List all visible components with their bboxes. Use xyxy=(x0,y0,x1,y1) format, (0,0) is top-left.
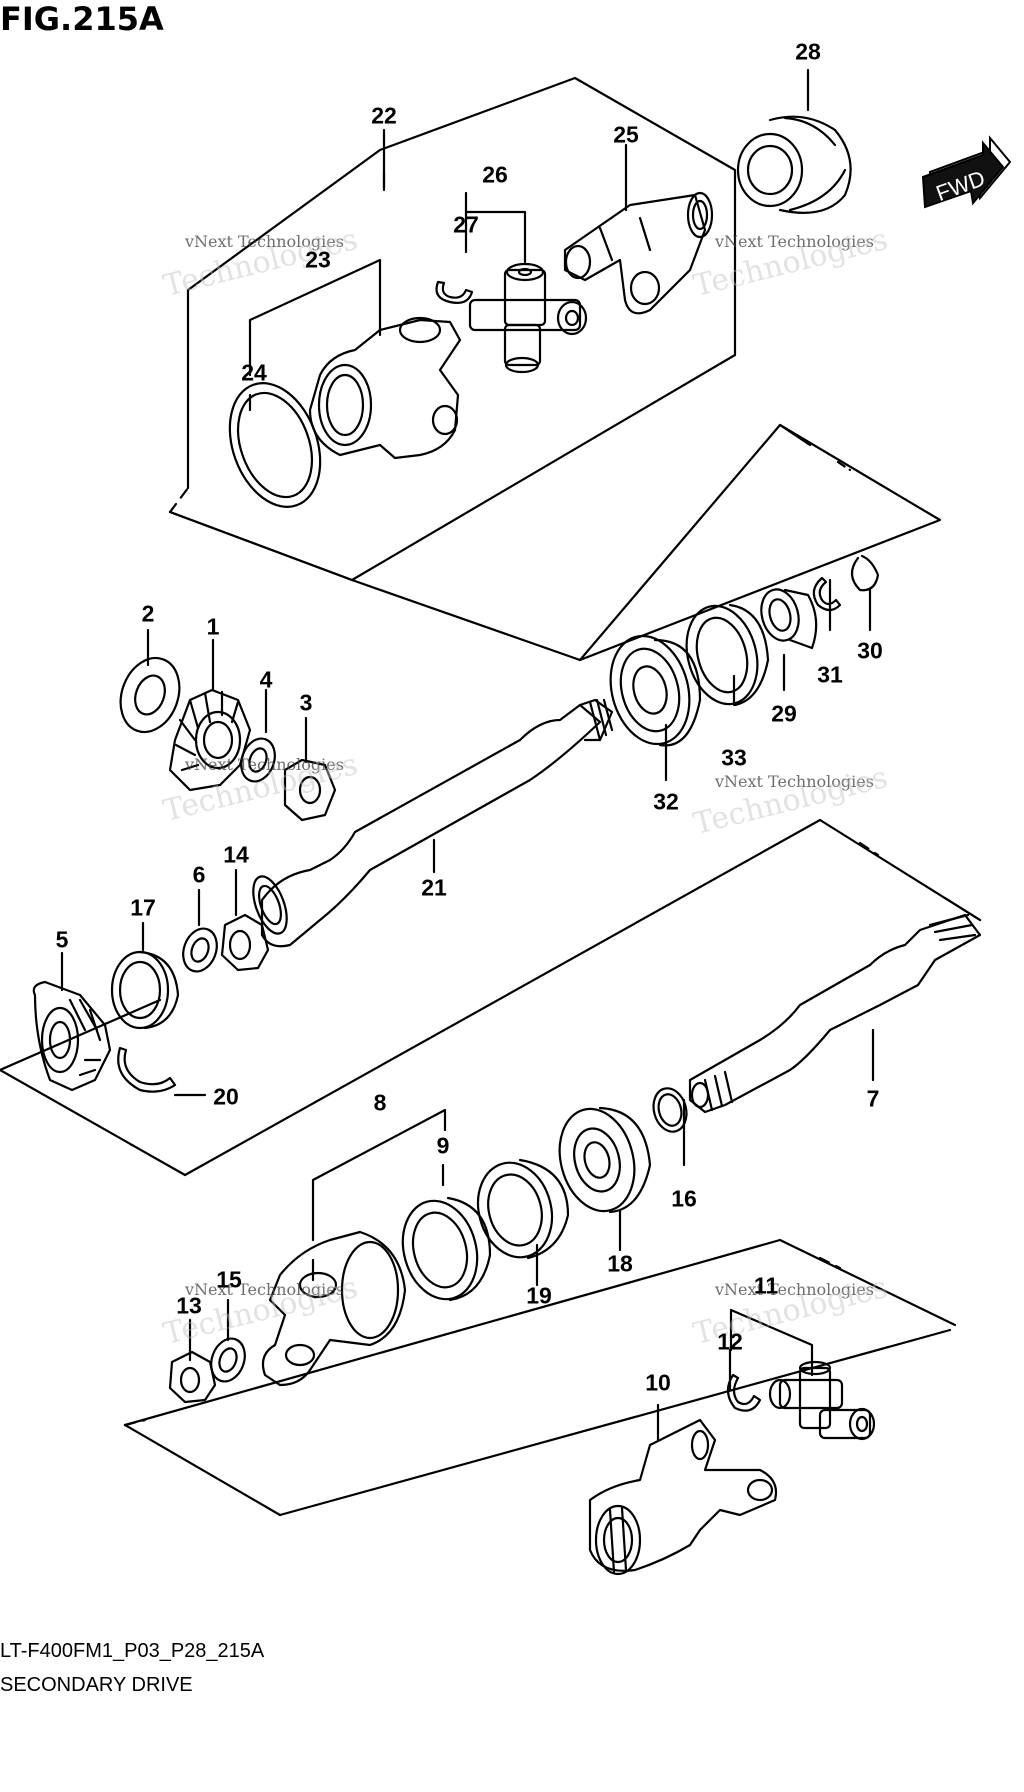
callout-2: 2 xyxy=(141,600,155,627)
callout-8: 8 xyxy=(373,1089,387,1116)
model-code-caption: LT-F400FM1_P03_P28_215A xyxy=(0,1640,265,1662)
callout-29: 29 xyxy=(771,700,797,727)
callout-18: 18 xyxy=(607,1250,633,1277)
part-19-seal xyxy=(476,1158,570,1260)
callout-23: 23 xyxy=(305,246,331,273)
part-5-gear xyxy=(32,980,112,1092)
callout-22: 22 xyxy=(371,102,397,129)
callout-13: 13 xyxy=(176,1292,202,1319)
group-box-middle xyxy=(0,818,982,1177)
callout-11: 11 xyxy=(753,1272,779,1299)
watermark-small-1: vNext Technologies xyxy=(185,232,344,251)
part-23-yoke xyxy=(308,316,462,460)
callout-5: 5 xyxy=(55,926,69,953)
part-18-bearing xyxy=(558,1106,652,1214)
part-8-yoke xyxy=(261,1230,407,1387)
callout-10: 10 xyxy=(645,1369,671,1396)
part-9-seal xyxy=(401,1196,492,1302)
group-box-22 xyxy=(168,76,942,662)
part-15-washer xyxy=(210,1337,246,1383)
fwd-direction-badge: FWD xyxy=(921,135,1012,209)
part-3-nut xyxy=(283,758,337,822)
callout-15: 15 xyxy=(216,1266,242,1293)
callout-33: 33 xyxy=(721,744,747,771)
part-32-bearing xyxy=(609,634,702,747)
callout-28: 28 xyxy=(795,38,821,65)
part-12-circlip xyxy=(726,1373,762,1412)
part-1-bevel-gear xyxy=(168,688,252,792)
section-name-caption: SECONDARY DRIVE xyxy=(0,1674,193,1696)
part-2-washer xyxy=(119,656,181,734)
callout-25: 25 xyxy=(613,121,639,148)
part-24-ring xyxy=(228,382,322,508)
part-21-shaft xyxy=(252,698,614,948)
part-30-circlip xyxy=(850,554,880,592)
callout-16: 16 xyxy=(671,1185,697,1212)
watermark-small-4: vNext Technologies xyxy=(715,772,874,791)
callout-14: 14 xyxy=(223,841,249,868)
part-11-cross xyxy=(768,1360,876,1441)
callout-21: 21 xyxy=(421,874,447,901)
callout-4: 4 xyxy=(259,666,273,693)
part-20-circlip xyxy=(117,1046,177,1093)
part-27-circlip xyxy=(435,280,474,304)
callout-32: 32 xyxy=(653,788,679,815)
callout-9: 9 xyxy=(436,1132,450,1159)
part-25-yoke xyxy=(563,191,714,315)
part-28-boot xyxy=(736,115,852,214)
callout-1: 1 xyxy=(206,613,220,640)
callout-26: 26 xyxy=(482,161,508,188)
part-10-yoke xyxy=(588,1418,778,1576)
watermark-small-2: vNext Technologies xyxy=(715,232,874,251)
part-7-shaft xyxy=(688,913,982,1114)
watermark-small-3: vNext Technologies xyxy=(185,755,344,774)
part-17-bearing xyxy=(110,950,180,1030)
callout-27: 27 xyxy=(453,211,479,238)
callout-20: 20 xyxy=(213,1083,239,1110)
part-31-circlip xyxy=(812,576,842,612)
part-26-cross xyxy=(468,262,588,374)
part-16-circlip xyxy=(652,1087,688,1133)
callout-19: 19 xyxy=(526,1282,552,1309)
callout-31: 31 xyxy=(817,661,843,688)
part-13-nut xyxy=(168,1350,217,1404)
part-33-seal xyxy=(685,603,770,707)
watermark-small-6: vNext Technologies xyxy=(715,1280,874,1299)
watermark-small-5: vNext Technologies xyxy=(185,1280,344,1299)
callout-7: 7 xyxy=(866,1085,880,1112)
part-29-spacer xyxy=(760,588,818,650)
callout-24: 24 xyxy=(241,359,267,386)
part-6-washer xyxy=(182,927,218,973)
part-4-washer xyxy=(240,737,276,783)
callout-30: 30 xyxy=(857,637,883,664)
callout-6: 6 xyxy=(192,861,206,888)
part-14-nut xyxy=(220,913,270,972)
callout-12: 12 xyxy=(717,1328,743,1355)
group-box-bottom xyxy=(123,1238,957,1517)
callout-3: 3 xyxy=(299,689,313,716)
callout-17: 17 xyxy=(130,894,156,921)
figure-title: FIG.215A xyxy=(0,0,164,38)
